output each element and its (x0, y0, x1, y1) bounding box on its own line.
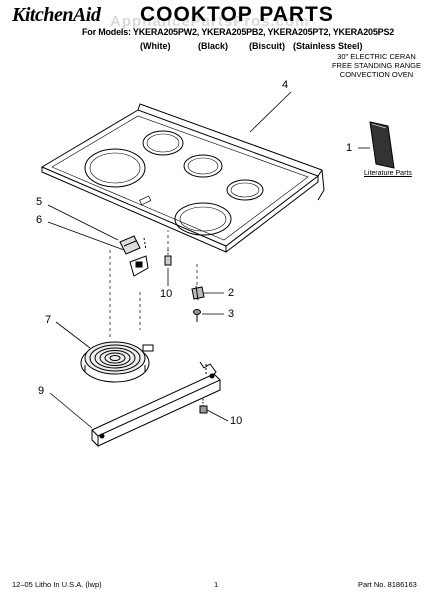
callout-3: 3 (228, 308, 235, 320)
finish-black: (Black) (198, 41, 229, 51)
finish-biscuit: (Biscuit) (249, 41, 285, 51)
callout-1: 1 (346, 142, 353, 154)
page-title: COOKTOP PARTS (140, 3, 334, 26)
burner-rear-left (142, 130, 184, 156)
description-line-3: CONVECTION OVEN (339, 70, 414, 79)
product-description: 30" ELECTRIC CERAN FREE STANDING RANGE C… (332, 52, 421, 79)
literature-parts (369, 121, 395, 169)
description-line-2: FREE STANDING RANGE (331, 61, 421, 70)
callout-6: 6 (36, 214, 43, 226)
callout-4: 4 (282, 79, 289, 91)
mounting-bracket (91, 361, 221, 448)
screw-part (193, 309, 201, 322)
callout-9: 9 (38, 385, 45, 397)
callout-2: 2 (228, 287, 235, 299)
literature-parts-label: Literature Parts (364, 170, 412, 177)
burner-warming (183, 154, 223, 178)
watermark: AppliancePartsPros.com (110, 13, 310, 30)
burner-rear-right (226, 179, 264, 201)
burner-large-left (84, 148, 146, 188)
clip-part (191, 285, 205, 301)
callout-10-upper: 10 (160, 288, 173, 300)
screw-lower (199, 399, 208, 414)
indicator-window (139, 195, 152, 206)
callout-10-lower: 10 (230, 415, 243, 427)
cooktop-glass (40, 103, 325, 253)
finish-white: (White) (140, 41, 171, 51)
footer-page-number: 1 (214, 580, 219, 589)
terminal-block (119, 235, 149, 277)
surface-element (80, 341, 154, 383)
description-line-1: 30" ELECTRIC CERAN (337, 52, 416, 61)
assembly-guides (109, 230, 198, 340)
callout-5: 5 (36, 196, 43, 208)
footer-part-number: Part No. 8186163 (358, 580, 417, 589)
leader-lines (47, 91, 370, 429)
models-line: For Models: YKERA205PW2, YKERA205PB2, YK… (82, 27, 395, 37)
brand-logo: KitchenAid (12, 4, 101, 26)
callout-7: 7 (45, 314, 52, 326)
footer-litho: 12–05 Litho In U.S.A. (lwp) (12, 580, 102, 589)
finish-stainless: (Stainless Steel) (293, 41, 363, 51)
burner-front-right (174, 202, 232, 236)
screw-upper (164, 250, 172, 266)
finish-row: (White) (Black) (Biscuit) (Stainless Ste… (0, 41, 435, 53)
